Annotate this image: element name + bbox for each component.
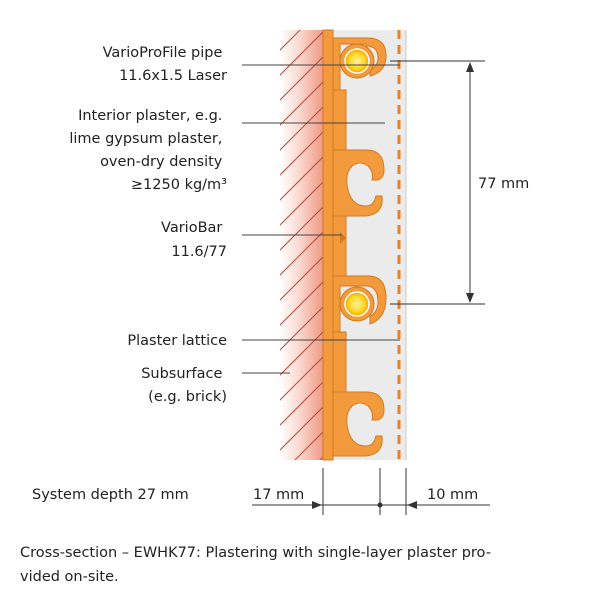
wall-hatch bbox=[280, 30, 323, 460]
subsurface-wall bbox=[280, 30, 323, 460]
spacing-label: 77 mm bbox=[478, 176, 529, 192]
variobar-label: VarioBar 11.6/77 bbox=[161, 220, 227, 260]
plaster-label: Interior plaster, e.g. lime gypsum plast… bbox=[69, 108, 227, 193]
caption-line-2: vided on-site. bbox=[20, 569, 119, 585]
lattice-label: Plaster lattice bbox=[127, 333, 227, 349]
spacing-dimension bbox=[390, 60, 485, 305]
pipe-label: VarioProFile pipe 11.6x1.5 Laser bbox=[103, 45, 227, 84]
dimension-dot bbox=[377, 502, 383, 508]
arrow-left bbox=[312, 501, 322, 509]
subsurface-label: Subsurface (e.g. brick) bbox=[141, 366, 227, 405]
figure-caption: Cross-section – EWHK77: Plastering with … bbox=[20, 541, 595, 589]
spacing-arrow-top bbox=[466, 62, 474, 72]
right-depth-label: 10 mm bbox=[427, 487, 478, 503]
pipe-middle bbox=[339, 286, 375, 322]
left-depth-label: 17 mm bbox=[253, 487, 304, 503]
pipe-top bbox=[339, 43, 375, 79]
variobar bbox=[322, 29, 387, 461]
leader-lines bbox=[242, 64, 400, 374]
arrow-right bbox=[407, 501, 417, 509]
caption-line-1: Cross-section – EWHK77: Plastering with … bbox=[20, 545, 491, 561]
spacing-arrow-bottom bbox=[466, 293, 474, 303]
system-depth-label: System depth 27 mm bbox=[32, 487, 189, 503]
